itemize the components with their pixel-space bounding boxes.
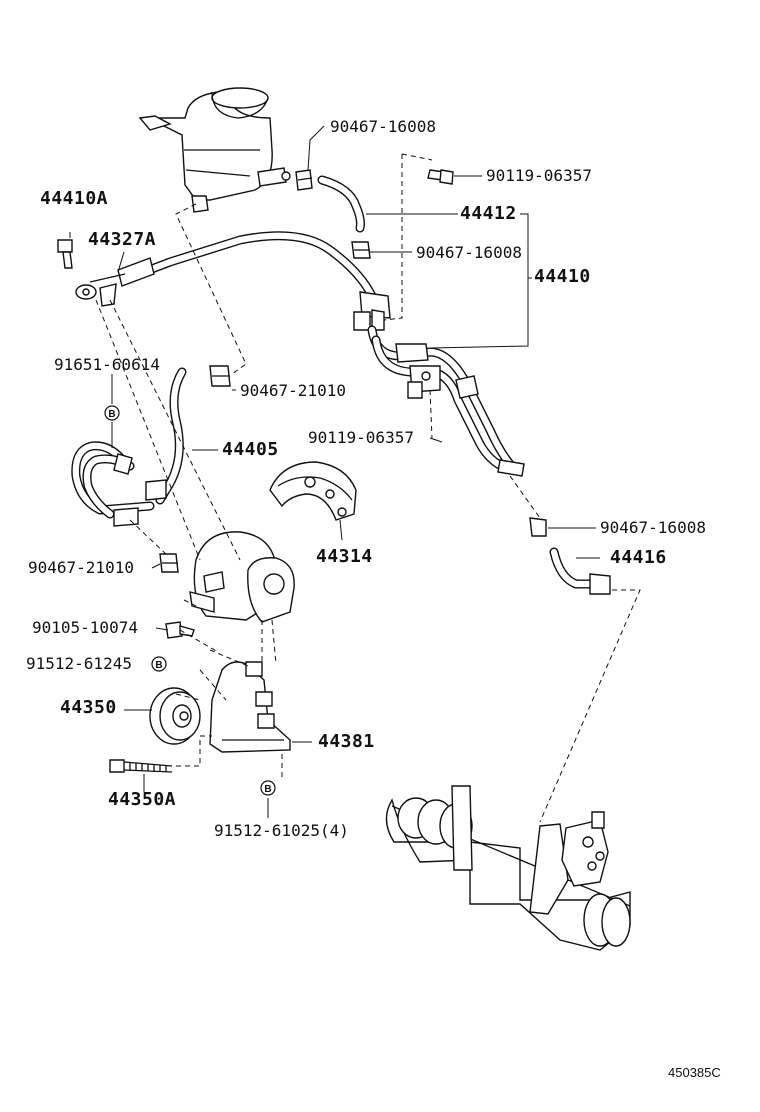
b-mark-91651: B [104, 405, 120, 421]
b-mark-91512-61025: B [260, 780, 276, 796]
hose-clamp-90467-21010-left [159, 553, 179, 573]
hose-clamp-90467-21010-top [209, 365, 231, 387]
label-44410A: 44410A [40, 188, 109, 209]
bolt-44410A [57, 239, 73, 269]
pump-cover-44314 [269, 461, 357, 521]
bolt-44350A [109, 759, 173, 773]
b-mark-91512-61245: B [151, 656, 167, 672]
hose-clamp-90467-16008-mid [351, 241, 371, 259]
return-hose-44405 [155, 367, 187, 505]
vane-pump-drawing [189, 531, 295, 623]
dashed-reference-lines [95, 153, 641, 823]
label-44327A: 44327A [88, 229, 157, 250]
hose-clamp-90467-16008-right [529, 517, 547, 537]
leader-lines [69, 125, 600, 818]
label-90467-21010-left: 90467-21010 [28, 558, 134, 577]
label-90467-16008-right: 90467-16008 [600, 518, 706, 537]
idler-pulley-44350 [149, 687, 201, 745]
label-90119-06357-mid: 90119-06357 [308, 428, 414, 447]
label-91651-60614: 91651-60614 [54, 355, 160, 374]
label-90467-16008-mid: 90467-16008 [416, 243, 522, 262]
label-91512-61245: 91512-61245 [26, 654, 132, 673]
label-44350: 44350 [60, 697, 117, 718]
label-90105-10074: 90105-10074 [32, 618, 138, 637]
label-44405: 44405 [222, 439, 279, 460]
label-44350A: 44350A [108, 789, 177, 810]
svg-text:B: B [264, 784, 271, 795]
return-hose-44412 [317, 175, 365, 233]
label-90467-16008-top: 90467-16008 [330, 117, 436, 136]
label-44410: 44410 [534, 266, 591, 287]
pressure-tube-44416 [549, 547, 611, 595]
label-44412: 44412 [460, 203, 517, 224]
hose-clamp-90467-16008-top [295, 169, 313, 191]
diagram-code: 450385C [668, 1065, 721, 1080]
label-44416: 44416 [610, 547, 667, 568]
label-44314: 44314 [316, 546, 373, 567]
label-90119-06357-top: 90119-06357 [486, 166, 592, 185]
bolt-90105-10074 [165, 621, 195, 639]
label-44381: 44381 [318, 731, 375, 752]
svg-text:B: B [155, 660, 162, 671]
pressure-feed-tube-assembly [75, 231, 525, 477]
svg-text:B: B [108, 409, 115, 420]
bolt-90119-06357-top [427, 169, 454, 185]
reservoir-tank-drawing [138, 87, 291, 213]
pressure-hose-91651-60614 [71, 441, 167, 527]
pump-bracket-44381 [209, 661, 291, 753]
label-90467-21010-top: 90467-21010 [240, 381, 346, 400]
label-91512-61025: 91512-61025(4) [214, 821, 349, 840]
steering-gear-housing [385, 785, 631, 951]
